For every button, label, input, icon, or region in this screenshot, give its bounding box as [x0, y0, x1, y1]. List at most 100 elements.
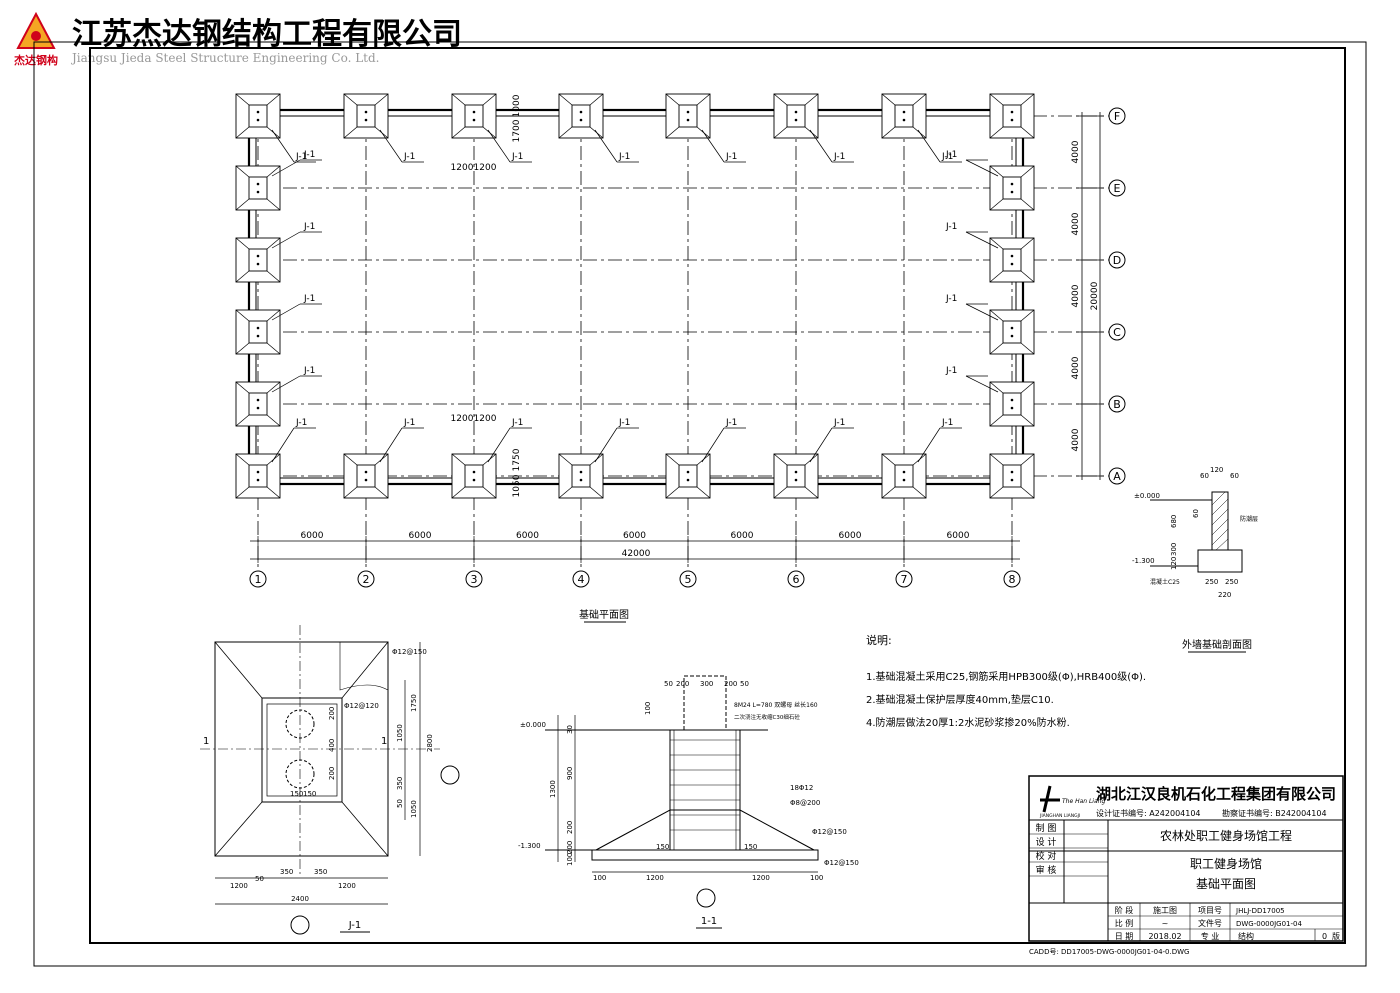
sec-top-dim-d: 200 — [724, 680, 737, 688]
wall-note-concrete: 混凝土C25 — [1150, 578, 1180, 586]
footing-label-text: J-1 — [303, 366, 315, 376]
tb-role-review: 审 核 — [1036, 864, 1057, 876]
footing-top-6 — [773, 93, 819, 139]
grid-bubble-row-A: A — [1108, 467, 1126, 485]
row-dim-4: 4000 — [1071, 212, 1081, 235]
footing-top-7 — [881, 93, 927, 139]
label-bottom-6: J-1 — [809, 418, 854, 463]
grid-bubble-col-3: 3 — [465, 570, 483, 588]
plan-total-depth: 20000 — [1090, 281, 1100, 310]
plan-grid-rows — [258, 115, 1110, 477]
plan-grid-cols — [257, 96, 1013, 570]
label-right-3: J-1 — [945, 222, 999, 249]
bay-dim-2: 6000 — [409, 531, 432, 541]
wall-dim-60: 60 — [1192, 509, 1200, 518]
label-right-5: J-1 — [945, 366, 999, 393]
j1-dim-i-150a: 150 — [290, 790, 303, 798]
grid-col-label: 8 — [1009, 573, 1016, 586]
footing-left-2 — [235, 165, 281, 211]
footing-label-text: J-1 — [295, 152, 307, 162]
j1-axis-bubble-right — [440, 765, 460, 785]
footing-top-5 — [665, 93, 711, 139]
footing-bottom-7 — [881, 453, 927, 499]
sec-title: 1-1 — [701, 916, 717, 927]
j1-dim-i-200a: 200 — [328, 707, 336, 720]
section-1-1: ±0.000 -1.300 50 200 300 200 50 8M24 L=7… — [518, 675, 859, 929]
grid-bubble-col-7: 7 — [895, 570, 913, 588]
footing-left-4 — [235, 309, 281, 355]
footing-label-text: J-1 — [511, 418, 523, 428]
footing-label-text: J-1 — [618, 418, 630, 428]
wall-dim-250a: 250 — [1205, 578, 1218, 586]
grid-bubble-row-B: B — [1108, 395, 1126, 413]
dim-1200-a: 1200 — [451, 163, 474, 173]
footing-label-text: J-1 — [295, 418, 307, 428]
label-bottom-5: J-1 — [701, 418, 746, 463]
wall-level-0: ±0.000 — [1134, 492, 1160, 500]
sec-stirrup: Φ8@200 — [790, 799, 820, 807]
label-bottom-2: J-1 — [379, 418, 424, 463]
grid-bubble-row-C: C — [1108, 323, 1126, 341]
plan-footing-labels: J-1J-1J-1J-1J-1J-1J-1J-1J-1J-1J-1J-1J-1J… — [271, 129, 999, 463]
footing-right-5 — [989, 381, 1035, 427]
j1-slope-lines — [214, 641, 389, 857]
grid-col-label: 6 — [793, 573, 800, 586]
j1-rebar-b: Φ12@120 — [344, 702, 379, 710]
footing-label-text: J-1 — [945, 222, 957, 232]
footing-label-text: J-1 — [945, 294, 957, 304]
grid-bubble-col-1: 1 — [249, 570, 267, 588]
dim-1200-b: 1200 — [474, 163, 497, 173]
label-top-6: J-1 — [809, 129, 854, 163]
plan-dim-right — [1081, 112, 1101, 480]
dim-1700: 1700 — [512, 119, 522, 142]
j1-dim-b-1200a: 1200 — [230, 882, 248, 890]
bay-dim-7: 6000 — [947, 531, 970, 541]
tb-project: 农林处职工健身场馆工程 — [1160, 828, 1292, 843]
row-dim-3: 4000 — [1071, 284, 1081, 307]
wall-section-title: 外墙基础剖面图 — [1182, 638, 1252, 651]
j1-pedestal — [261, 697, 343, 803]
bay-dim-6: 6000 — [839, 531, 862, 541]
sec-rebar-base2: Φ12@150 — [824, 859, 859, 867]
footing-label-text: J-1 — [725, 152, 737, 162]
j1-dim-b-50: 50 — [255, 875, 264, 883]
grid-bubble-col-6: 6 — [787, 570, 805, 588]
j1-dim-r-2800: 2800 — [426, 734, 434, 752]
label-bottom-3: J-1 — [487, 418, 532, 463]
tb-scale-value: ~ — [1162, 919, 1169, 928]
footing-bottom-5 — [665, 453, 711, 499]
sec-ld-1300: 1300 — [549, 780, 557, 798]
tb-frame — [1028, 775, 1344, 942]
footing-label-text: J-1 — [303, 294, 315, 304]
tb-company: 湖北江汉良机石化工程集团有限公司 — [1096, 785, 1336, 803]
j1-dim-r-350: 350 — [396, 777, 404, 790]
footing-right-3 — [989, 237, 1035, 283]
grid-bubble-row-E: E — [1108, 179, 1126, 197]
sec-bd-100a: 100 — [593, 874, 606, 882]
notes: 说明: 1.基础混凝土采用C25,钢筋采用HPB300级(Φ),HRB400级(… — [866, 633, 1146, 729]
j1-dim-r-1050a: 1050 — [396, 724, 404, 742]
label-left-5: J-1 — [271, 366, 322, 393]
wall-footing — [1197, 549, 1243, 573]
wall-dim-top-a: 60 — [1200, 472, 1209, 480]
grid-bubble-row-F: F — [1108, 107, 1126, 125]
j1-column — [266, 703, 338, 797]
tb-cert-survey: 勘察证书编号: B242004104 — [1222, 808, 1327, 818]
tb-date-value: 2018.02 — [1148, 932, 1181, 941]
label-bottom-4: J-1 — [594, 418, 639, 463]
tb-stage-label: 阶 段 — [1115, 905, 1134, 915]
sec-ld-100b: 100 — [566, 853, 574, 866]
outer-frame — [33, 41, 1367, 967]
tb-stage-value: 施工图 — [1153, 905, 1177, 915]
j1-dim-r-1750: 1750 — [410, 694, 418, 712]
bay-dim-5: 6000 — [731, 531, 754, 541]
grid-bubble-col-4: 4 — [572, 570, 590, 588]
tb-date-label: 日 期 — [1115, 932, 1134, 941]
label-left-4: J-1 — [271, 294, 322, 321]
tb-logo-text: The Han Liang — [1062, 798, 1105, 805]
tb-project-no-label: 项目号 — [1198, 906, 1222, 915]
grid-row-label: F — [1114, 110, 1120, 123]
